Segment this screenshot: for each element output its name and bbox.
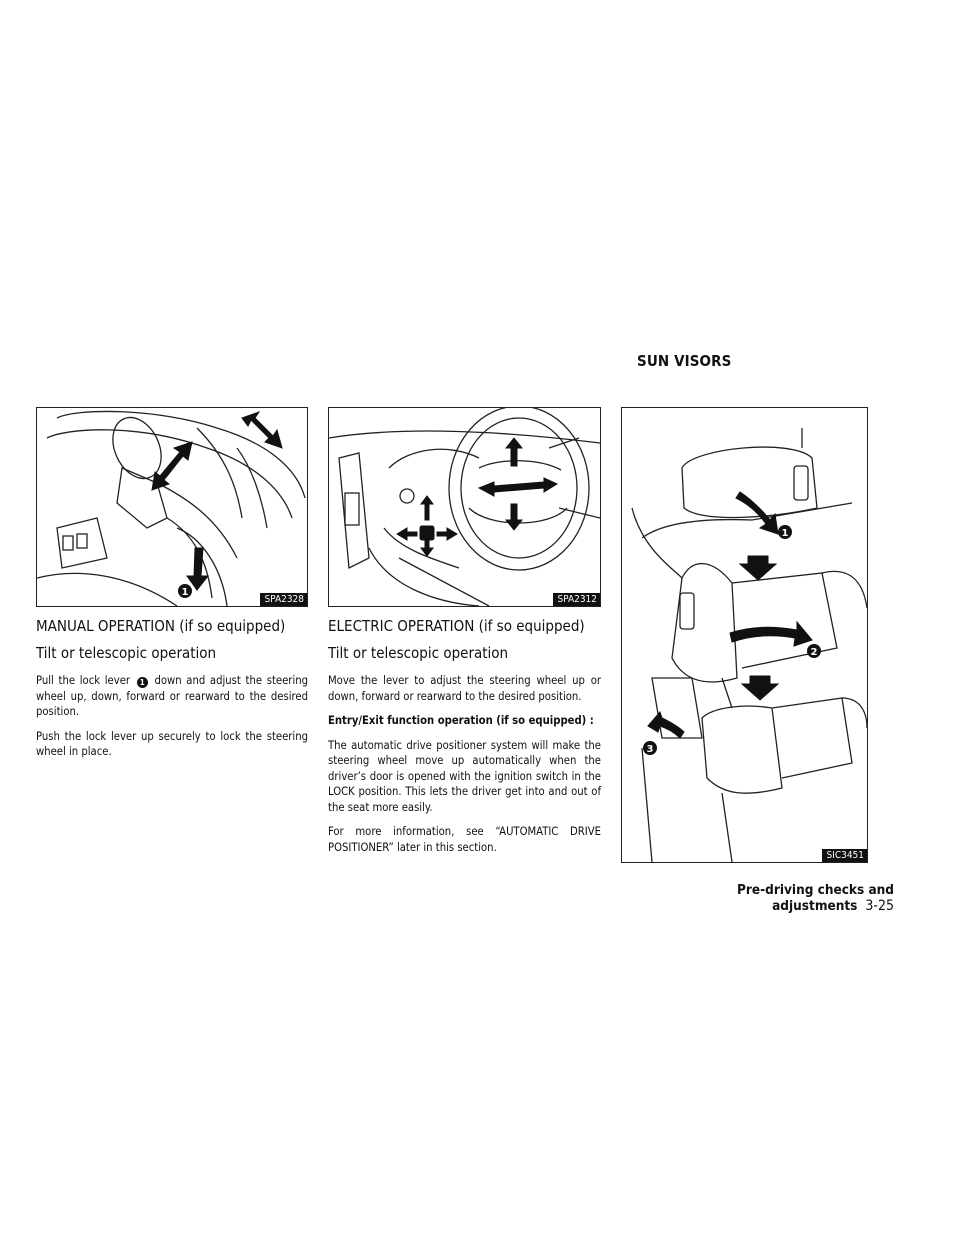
callout-3-marker [643, 741, 657, 755]
entry-exit-function-heading: Entry/Exit function operation (if so equ… [328, 714, 594, 727]
manual-p1-before: Pull the lock lever [36, 674, 131, 687]
callout-1: 1 [782, 528, 789, 539]
electric-operation-paragraph-3: The automatic drive positioner system wi… [328, 738, 601, 814]
electric-operation-heading: ELECTRIC OPERATION (if so equipped) [328, 617, 585, 635]
callout-3: 3 [647, 744, 654, 755]
callout-2-marker [807, 644, 821, 658]
electric-operation-paragraph-4: For more information, see “AUTOMATIC DRI… [328, 825, 601, 854]
callout-1: 1 [182, 587, 189, 598]
manual-operation-column: MANUAL OPERATION (if so equipped) Tilt o… [36, 617, 308, 769]
manual-operation-paragraph-2: Push the lock lever up securely to lock … [36, 729, 308, 759]
figure-code: SIC3451 [822, 849, 867, 862]
callout-1-marker [778, 525, 792, 539]
electric-operation-paragraph-1: Move the lever to adjust the steering wh… [328, 674, 601, 703]
callout-1-marker [178, 584, 192, 598]
electric-operation-subheading: Tilt or telescopic operation [328, 644, 509, 662]
callout-1-marker-inline: 1 [136, 677, 148, 688]
callout-2: 2 [811, 647, 818, 658]
sun-visor-illustration: 1 2 3 [631, 428, 867, 862]
section-title: SUN VISORS [637, 352, 732, 370]
figure-code: SPA2328 [260, 593, 307, 606]
footer-chapter: Pre-driving checks and adjustments [736, 882, 894, 914]
manual-operation-paragraph-1: Pull the lock lever 1 down and adjust th… [36, 673, 308, 720]
manual-steering-illustration: 1 [37, 410, 306, 606]
figure-sun-visor: 1 2 3 SIC3451 [621, 407, 868, 863]
page-number: 3-25 [865, 898, 894, 914]
figure-manual-steering: 1 SPA2328 [36, 407, 308, 607]
figure-electric-steering: SPA2312 [328, 407, 601, 607]
manual-operation-heading: MANUAL OPERATION (if so equipped) [36, 617, 286, 635]
manual-operation-subheading: Tilt or telescopic operation [36, 644, 217, 662]
figure-code: SPA2312 [553, 593, 600, 606]
manual-p1-after: down and adjust the steering wheel up, d… [36, 674, 309, 718]
electric-operation-column: ELECTRIC OPERATION (if so equipped) Tilt… [328, 617, 601, 864]
electric-steering-illustration [329, 408, 600, 606]
